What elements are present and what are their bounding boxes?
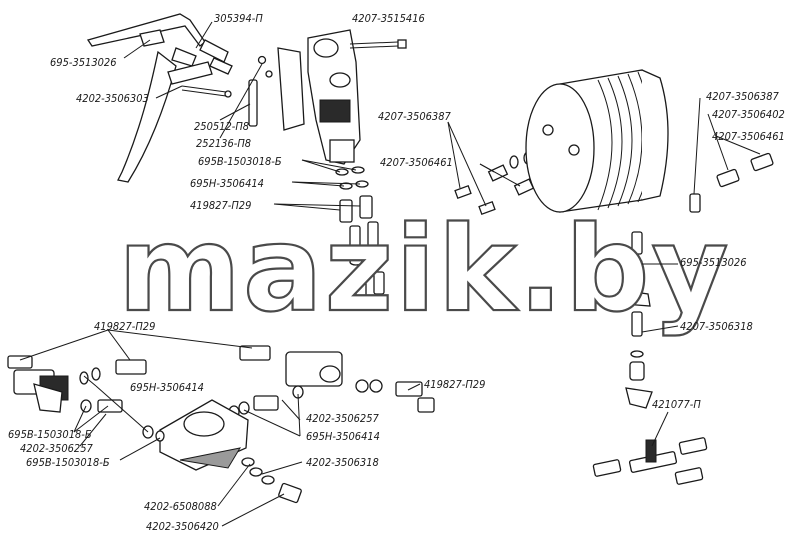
- label-695-3513026-a: 695-3513026: [50, 56, 117, 69]
- label-252136: 252136-П8: [196, 137, 251, 150]
- air-receiver: [525, 69, 669, 213]
- label-4202-6508088: 4202-6508088: [144, 500, 217, 513]
- label-4202-3506257-b: 4202-3506257: [306, 412, 380, 425]
- label-305394: 305394-П: [214, 12, 263, 25]
- label-695B-1503018-b: 695В-1503018-Б: [8, 428, 92, 441]
- label-4202-3506420: 4202-3506420: [146, 520, 219, 533]
- label-4207-3506461-a: 4207-3506461: [380, 156, 453, 169]
- leader-lines: [19, 21, 761, 527]
- label-419827-c: 419827-П29: [424, 378, 485, 391]
- tee-fitting: [592, 437, 708, 485]
- label-4202-3506257-a: 4202-3506257: [20, 442, 94, 455]
- label-695H-3506414-b: 695Н-3506414: [130, 381, 204, 394]
- label-695-3513026-b: 695-3513026: [680, 256, 747, 269]
- label-419827-a: 419827-П29: [190, 199, 251, 212]
- label-4207-3506387-a: 4207-3506387: [378, 110, 452, 123]
- drain-tap-assembly: [619, 231, 653, 409]
- label-695B-1503018-c: 695В-1503018-Б: [26, 456, 110, 469]
- label-4207-3515416: 4207-3515416: [352, 12, 425, 25]
- part-labels: 305394-П 4207-3515416 695-3513026 4202-3…: [8, 12, 785, 533]
- label-4202-3506318: 4202-3506318: [306, 456, 379, 469]
- brake-pedal-assembly: [86, 13, 233, 183]
- label-695H-3506414-a: 695Н-3506414: [190, 177, 264, 190]
- label-421077: 421077-П: [652, 398, 701, 411]
- parts-drawing: [7, 13, 774, 504]
- washers-upper: [248, 55, 273, 127]
- label-695H-3506414-c: 695Н-3506414: [306, 430, 380, 443]
- watermark-text: mazik.by: [118, 200, 730, 338]
- label-4207-3506387-b: 4207-3506387: [706, 90, 780, 103]
- label-250512: 250512-П8: [194, 120, 249, 133]
- label-4207-3506318: 4207-3506318: [680, 320, 753, 333]
- brake-valve-body: [277, 29, 407, 165]
- label-4207-3506402: 4207-3506402: [712, 108, 785, 121]
- label-419827-b: 419827-П29: [94, 320, 155, 333]
- right-fittings: [689, 152, 774, 213]
- fittings-column: [335, 166, 385, 299]
- label-4207-3506461-b: 4207-3506461: [712, 130, 785, 143]
- label-4202-3506303: 4202-3506303: [76, 92, 149, 105]
- label-695B-1503018-a: 695В-1503018-Б: [198, 155, 282, 168]
